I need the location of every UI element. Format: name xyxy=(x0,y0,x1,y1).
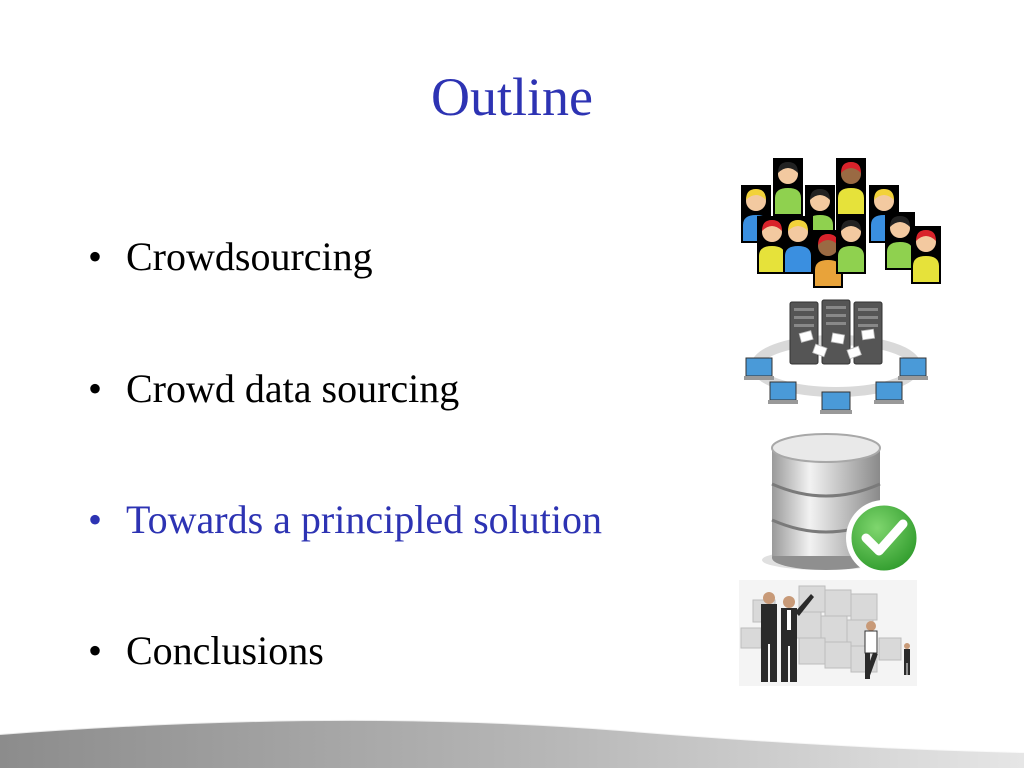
bullet-text: Crowd data sourcing xyxy=(126,366,460,411)
bullet-glyph: • xyxy=(88,234,103,279)
business-puzzle-icon xyxy=(739,580,917,686)
bullet-glyph: • xyxy=(88,628,103,673)
bullet-item-crowdsourcing: • Crowdsourcing xyxy=(88,233,373,281)
bullet-text: Conclusions xyxy=(126,628,324,673)
bullet-item-crowd-data-sourcing: • Crowd data sourcing xyxy=(88,365,459,413)
bullet-item-conclusions: • Conclusions xyxy=(88,627,324,675)
server-network-icon xyxy=(744,299,928,414)
bullet-list: • Crowdsourcing • Crowd data sourcing • Tow… xyxy=(88,233,602,675)
bullet-glyph: • xyxy=(88,497,103,542)
bullet-text: Towards a principled solution xyxy=(126,497,602,542)
bullet-item-principled-solution: • Towards a principled solution xyxy=(88,496,602,544)
footer-swoosh-decoration xyxy=(0,718,1024,768)
bullet-text: Crowdsourcing xyxy=(126,234,373,279)
database-check-icon xyxy=(762,433,922,576)
bullet-glyph: • xyxy=(88,366,103,411)
slide-title: Outline xyxy=(431,67,593,127)
crowd-people-icon xyxy=(741,158,941,288)
